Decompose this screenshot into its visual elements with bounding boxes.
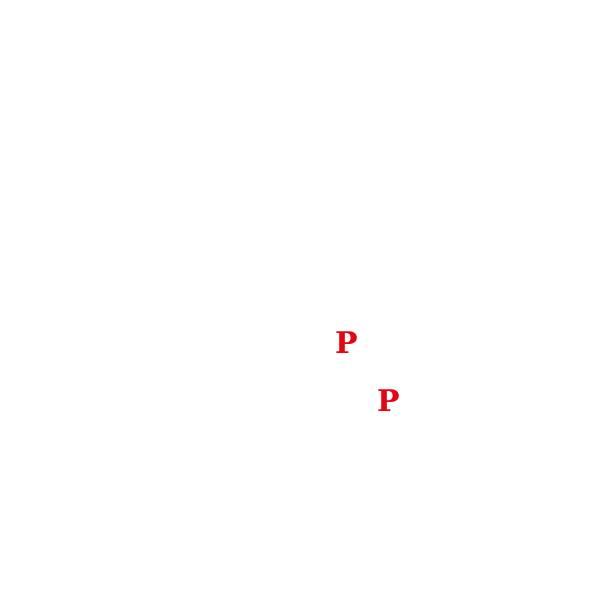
parking-symbol[interactable]: P bbox=[335, 326, 358, 361]
parking-symbol[interactable]: P bbox=[377, 384, 400, 419]
